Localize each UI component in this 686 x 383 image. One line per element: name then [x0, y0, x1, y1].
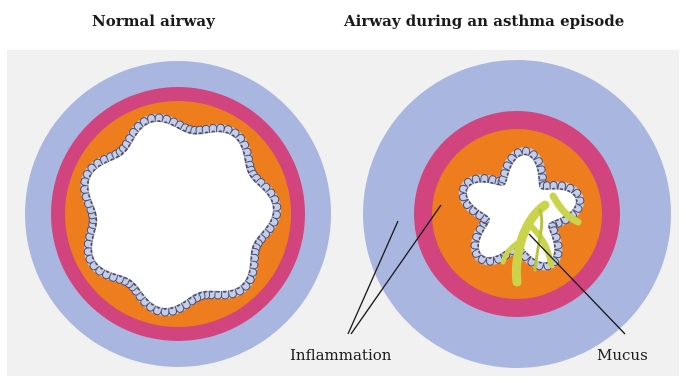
asthma-airway-cross-section — [363, 60, 671, 368]
inflammation-label: Inflammation — [290, 346, 392, 364]
mucus-label: Mucus — [597, 346, 648, 364]
normal-airway-cross-section — [25, 61, 331, 367]
